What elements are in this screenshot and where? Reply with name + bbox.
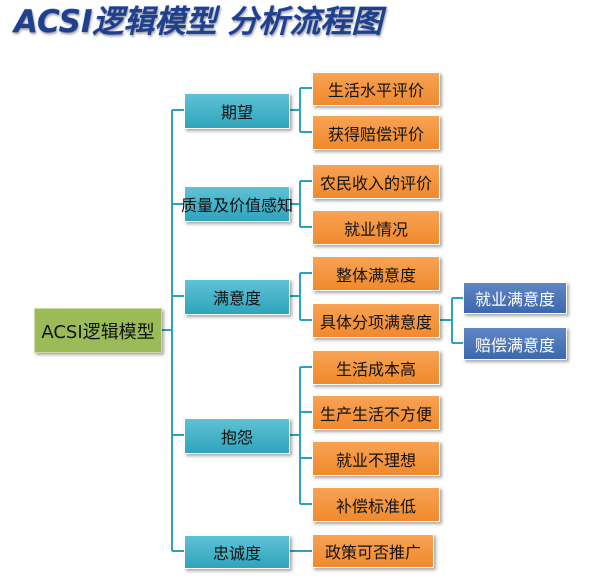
- connector-quality: [290, 180, 312, 228]
- branch-loyalty: 忠诚度: [184, 535, 290, 569]
- leaf-inconvenient-life: 生产生活不方便: [312, 395, 440, 430]
- leaf-low-compensation: 补偿标准低: [312, 487, 440, 522]
- page-title: ACSI逻辑模型 分析流程图: [14, 4, 383, 40]
- leaf-overall-satisfaction: 整体满意度: [312, 256, 440, 291]
- branch-complaint: 抱怨: [184, 418, 290, 454]
- branch-expectation: 期望: [184, 93, 290, 129]
- sub-compensation-satisfaction: 赔偿满意度: [463, 327, 567, 360]
- leaf-farmer-income: 农民收入的评价: [312, 164, 440, 199]
- connector-detail: [440, 297, 463, 344]
- leaf-living-standard: 生活水平评价: [312, 72, 440, 106]
- leaf-high-cost-living: 生活成本高: [312, 350, 440, 385]
- leaf-compensation-evaluation: 获得赔偿评价: [312, 115, 440, 150]
- leaf-employment: 就业情况: [312, 210, 440, 245]
- branch-satisfaction: 满意度: [184, 279, 290, 315]
- branch-quality-value: 质量及价值感知: [181, 186, 293, 222]
- leaf-poor-employment: 就业不理想: [312, 441, 440, 476]
- connector-complaint: [290, 366, 312, 505]
- connector-expect: [290, 87, 312, 133]
- sub-employment-satisfaction: 就业满意度: [463, 282, 567, 314]
- root-node: ACSI逻辑模型: [34, 308, 162, 353]
- leaf-itemized-satisfaction: 具体分项满意度: [312, 303, 440, 338]
- connector-satisfaction: [290, 272, 312, 321]
- connector-root: [162, 109, 184, 552]
- leaf-policy-promotion: 政策可否推广: [312, 534, 434, 568]
